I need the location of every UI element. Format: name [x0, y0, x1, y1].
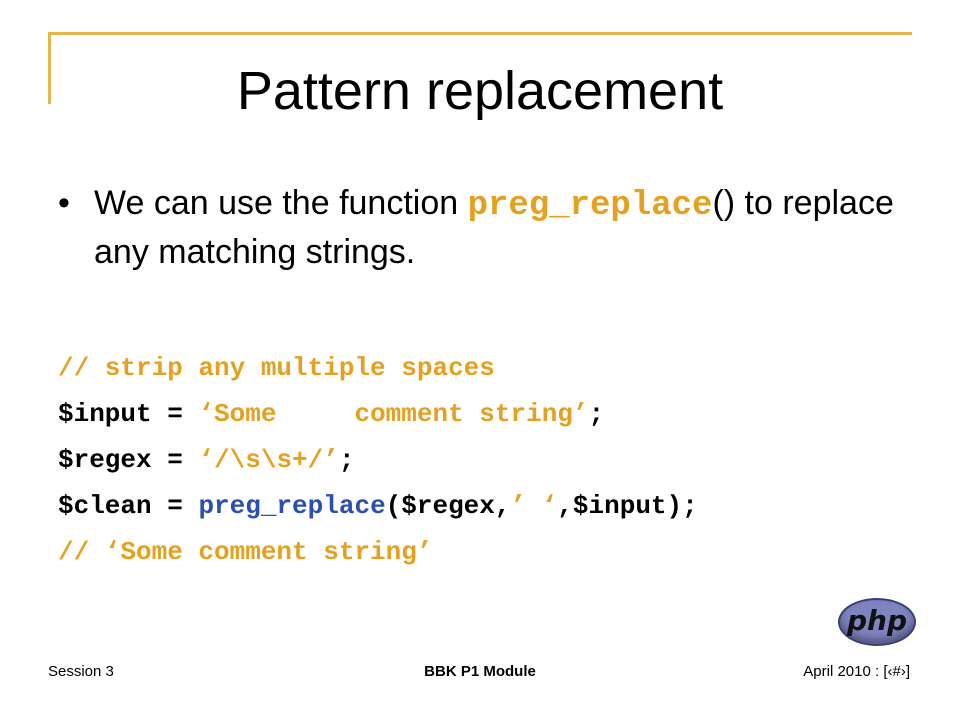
decorative-top-line — [48, 32, 912, 35]
code-regex-lhs: $regex = — [58, 445, 199, 475]
php-logo: php — [838, 598, 916, 646]
code-line-clean: $clean = preg_replace($regex,’ ‘,$input)… — [58, 483, 938, 529]
code-line-regex: $regex = ‘/\s\s+/’; — [58, 437, 938, 483]
code-clean-function: preg_replace — [198, 491, 386, 521]
code-clean-string: ’ ‘ — [510, 491, 558, 521]
code-clean-args-b: ,$input); — [557, 491, 698, 521]
code-comment-1: // strip any multiple spaces — [58, 353, 495, 383]
code-regex-string: ‘/\s\s+/’ — [198, 445, 339, 475]
decorative-left-line — [48, 32, 51, 104]
code-comment-2: // ‘Some comment string’ — [58, 537, 433, 567]
bullet-text-after: () to replace any matching strings. — [94, 184, 894, 271]
footer-module: BBK P1 Module — [424, 663, 536, 680]
code-line-input: $input = ‘Some comment string’; — [58, 391, 938, 437]
code-block: // strip any multiple spaces $input = ‘S… — [58, 345, 938, 575]
bullet-text-before: We can use the function — [94, 184, 468, 222]
bullet-text: We can use the function preg_replace() t… — [94, 180, 914, 275]
bullet-marker: • — [58, 184, 70, 222]
slide-title: Pattern replacement — [236, 61, 724, 121]
code-clean-args-a: ($regex, — [385, 491, 511, 521]
code-regex-end: ; — [338, 445, 355, 475]
footer-session: Session 3 — [48, 663, 114, 680]
code-input-lhs: $input = — [58, 399, 199, 429]
code-clean-lhs: $clean = — [58, 491, 199, 521]
code-input-end: ; — [588, 399, 605, 429]
footer-date-page: April 2010 : [‹#›] — [803, 663, 910, 680]
slide-footer: Session 3 BBK P1 Module April 2010 : [‹#… — [0, 660, 960, 684]
function-name: preg_replace — [467, 187, 713, 225]
code-input-string: ‘Some comment string’ — [198, 399, 589, 429]
